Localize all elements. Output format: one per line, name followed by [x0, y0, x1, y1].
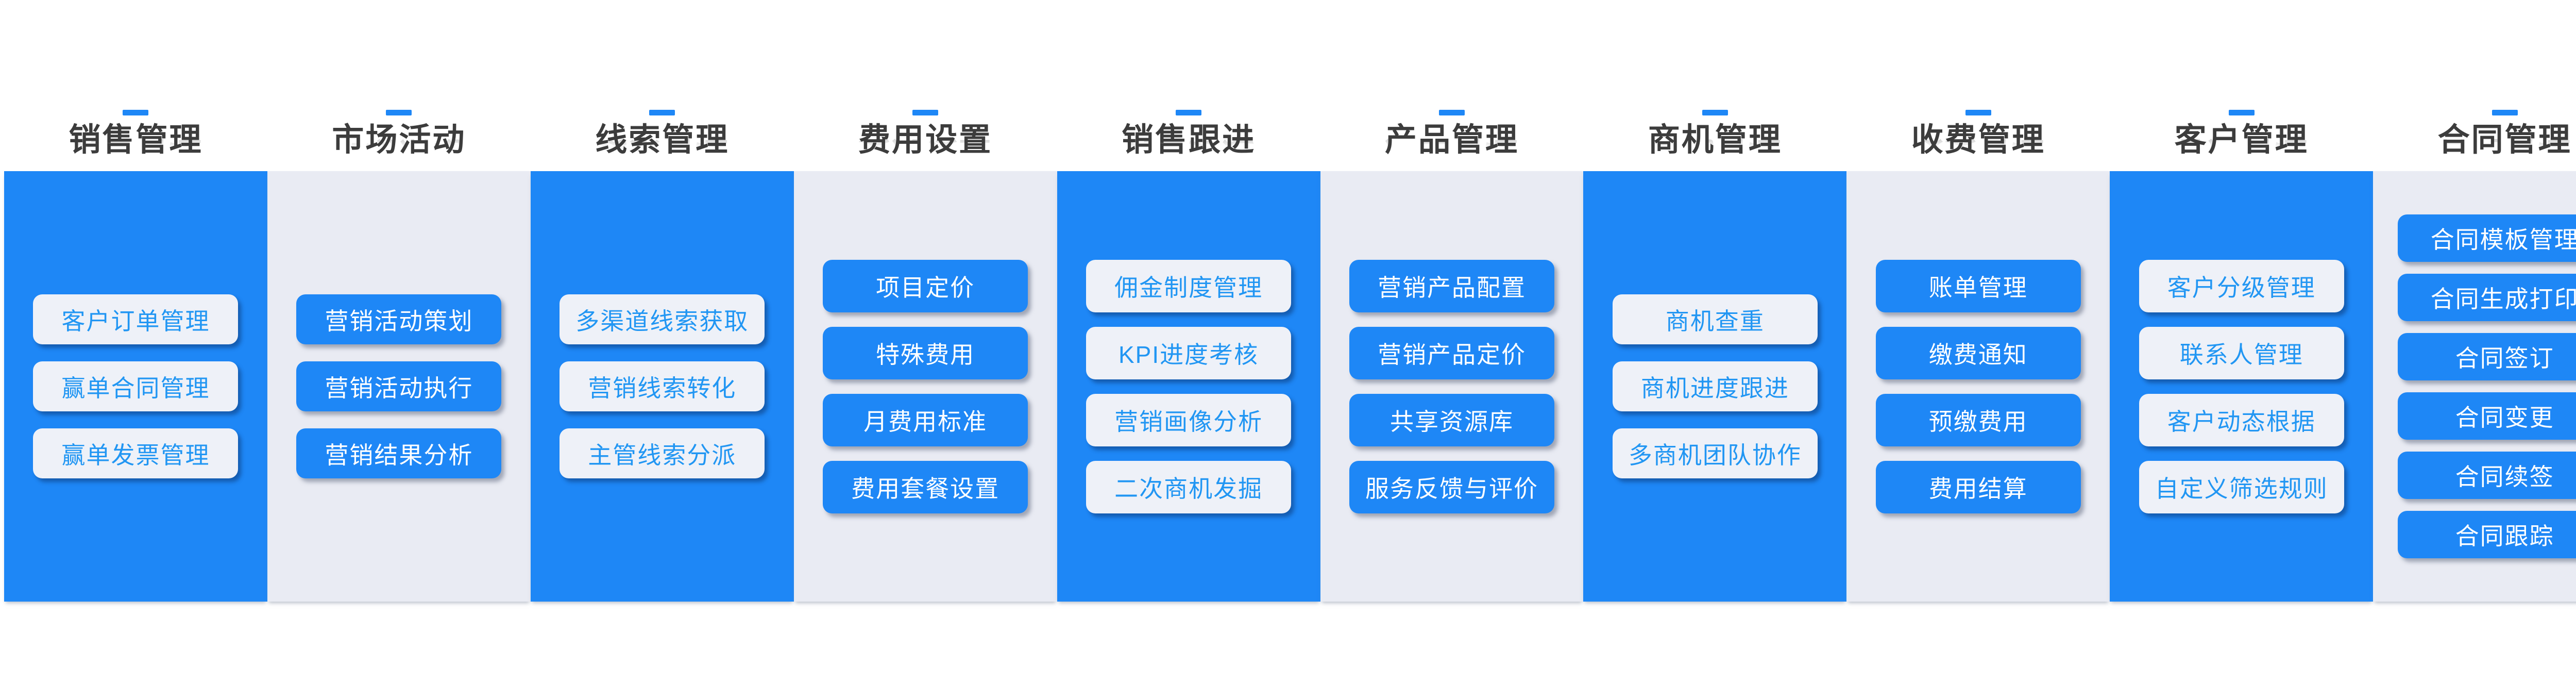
title-dash-icon [1965, 109, 1991, 115]
column-title: 合同管理 [2437, 122, 2572, 158]
column-header: 收费管理 [1846, 0, 2110, 171]
feature-button[interactable]: 预缴费用 [1875, 393, 2081, 446]
feature-column-3: 线索管理 多渠道线索获取营销线索转化主管线索分派 [530, 0, 794, 682]
title-dash-icon [386, 109, 412, 115]
title-dash-icon [649, 109, 675, 115]
title-dash-icon [1702, 109, 1728, 115]
column-panel: 商机查重商机进度跟进多商机团队协作 [1583, 171, 1847, 602]
feature-button[interactable]: KPI进度考核 [1086, 326, 1292, 379]
feature-button[interactable]: 合同生成打印 [2398, 274, 2576, 321]
title-dash-icon [2228, 109, 2255, 115]
column-title: 费用设置 [858, 122, 993, 158]
feature-button[interactable]: 营销产品定价 [1349, 326, 1554, 379]
feature-button[interactable]: 营销画像分析 [1086, 393, 1292, 446]
feature-button[interactable]: 共享资源库 [1349, 393, 1554, 446]
column-header: 商机管理 [1583, 0, 1846, 171]
feature-column-8: 收费管理 账单管理缴费通知预缴费用费用结算 [1846, 0, 2110, 682]
feature-button[interactable]: 商机查重 [1612, 294, 1818, 344]
column-header: 销售跟进 [1057, 0, 1320, 171]
feature-button[interactable]: 合同续签 [2398, 452, 2576, 499]
feature-button[interactable]: 客户分级管理 [2139, 259, 2344, 312]
column-panel: 项目定价特殊费用月费用标准费用套餐设置 [793, 171, 1057, 602]
column-title: 线索管理 [595, 122, 730, 158]
column-panel: 合同模板管理合同生成打印合同签订合同变更合同续签合同跟踪 [2373, 171, 2576, 602]
feature-button[interactable]: 合同变更 [2398, 392, 2576, 440]
column-header: 费用设置 [794, 0, 1057, 171]
feature-board: 销售管理 客户订单管理赢单合同管理赢单发票管理 市场活动 营销活动策划营销活动执… [4, 0, 2576, 682]
feature-button[interactable]: 二次商机发掘 [1086, 460, 1292, 513]
column-header: 销售管理 [4, 0, 267, 171]
feature-button[interactable]: 营销产品配置 [1349, 259, 1554, 312]
feature-button[interactable]: 营销线索转化 [560, 361, 765, 411]
feature-button[interactable]: 营销结果分析 [296, 428, 502, 478]
feature-button[interactable]: 赢单合同管理 [33, 361, 239, 411]
title-dash-icon [1438, 109, 1465, 115]
feature-button[interactable]: 佣金制度管理 [1086, 259, 1292, 312]
feature-column-9: 客户管理 客户分级管理联系人管理客户动态根据自定义筛选规则 [2110, 0, 2374, 682]
column-title: 销售管理 [69, 122, 203, 158]
feature-button[interactable]: 主管线索分派 [560, 428, 765, 478]
feature-button[interactable]: 联系人管理 [2139, 326, 2344, 379]
column-panel: 营销活动策划营销活动执行营销结果分析 [267, 171, 531, 602]
column-header: 市场活动 [267, 0, 531, 171]
feature-button[interactable]: 合同模板管理 [2398, 214, 2576, 262]
feature-button[interactable]: 营销活动执行 [296, 361, 502, 411]
column-panel: 佣金制度管理 KPI进度考核营销画像分析二次商机发掘 [1057, 171, 1320, 602]
feature-button[interactable]: 费用套餐设置 [823, 460, 1028, 513]
column-header: 产品管理 [1320, 0, 1584, 171]
column-title: 市场活动 [332, 122, 466, 158]
feature-column-4: 费用设置 项目定价特殊费用月费用标准费用套餐设置 [793, 0, 1057, 682]
title-dash-icon [123, 109, 149, 115]
title-dash-icon [2492, 109, 2518, 115]
feature-button[interactable]: 账单管理 [1875, 259, 2081, 312]
title-dash-icon [912, 109, 939, 115]
feature-button[interactable]: 合同跟踪 [2398, 511, 2576, 558]
column-header: 线索管理 [531, 0, 794, 171]
feature-button[interactable]: 多渠道线索获取 [560, 294, 765, 344]
column-title: 收费管理 [1911, 122, 2045, 158]
column-header: 合同管理 [2373, 0, 2576, 171]
column-title: 商机管理 [1648, 122, 1782, 158]
column-panel: 客户订单管理赢单合同管理赢单发票管理 [4, 171, 267, 602]
feature-column-6: 产品管理 营销产品配置营销产品定价共享资源库服务反馈与评价 [1320, 0, 1584, 682]
column-panel: 营销产品配置营销产品定价共享资源库服务反馈与评价 [1320, 171, 1584, 602]
feature-button[interactable]: 合同签订 [2398, 333, 2576, 380]
feature-button[interactable]: 多商机团队协作 [1612, 428, 1818, 478]
feature-column-1: 销售管理 客户订单管理赢单合同管理赢单发票管理 [4, 0, 267, 682]
feature-column-7: 商机管理 商机查重商机进度跟进多商机团队协作 [1583, 0, 1847, 682]
feature-button[interactable]: 营销活动策划 [296, 294, 502, 344]
column-title: 销售跟进 [1122, 122, 1256, 158]
column-panel: 多渠道线索获取营销线索转化主管线索分派 [530, 171, 794, 602]
feature-column-2: 市场活动 营销活动策划营销活动执行营销结果分析 [267, 0, 531, 682]
feature-button[interactable]: 月费用标准 [823, 393, 1028, 446]
feature-button[interactable]: 特殊费用 [823, 326, 1028, 379]
column-title: 产品管理 [1384, 122, 1519, 158]
column-title: 客户管理 [2174, 122, 2309, 158]
feature-button[interactable]: 商机进度跟进 [1612, 361, 1818, 411]
feature-button[interactable]: 客户动态根据 [2139, 393, 2344, 446]
feature-button[interactable]: 服务反馈与评价 [1349, 460, 1554, 513]
title-dash-icon [1176, 109, 1202, 115]
column-panel: 账单管理缴费通知预缴费用费用结算 [1846, 171, 2110, 602]
feature-button[interactable]: 缴费通知 [1875, 326, 2081, 379]
feature-column-10: 合同管理 合同模板管理合同生成打印合同签订合同变更合同续签合同跟踪 [2373, 0, 2576, 682]
column-header: 客户管理 [2110, 0, 2373, 171]
feature-column-5: 销售跟进 佣金制度管理 KPI进度考核营销画像分析二次商机发掘 [1057, 0, 1320, 682]
feature-button[interactable]: 赢单发票管理 [33, 428, 239, 478]
feature-button[interactable]: 自定义筛选规则 [2139, 460, 2344, 513]
feature-button[interactable]: 费用结算 [1875, 460, 2081, 513]
feature-button[interactable]: 客户订单管理 [33, 294, 239, 344]
feature-button[interactable]: 项目定价 [823, 259, 1028, 312]
column-panel: 客户分级管理联系人管理客户动态根据自定义筛选规则 [2110, 171, 2374, 602]
